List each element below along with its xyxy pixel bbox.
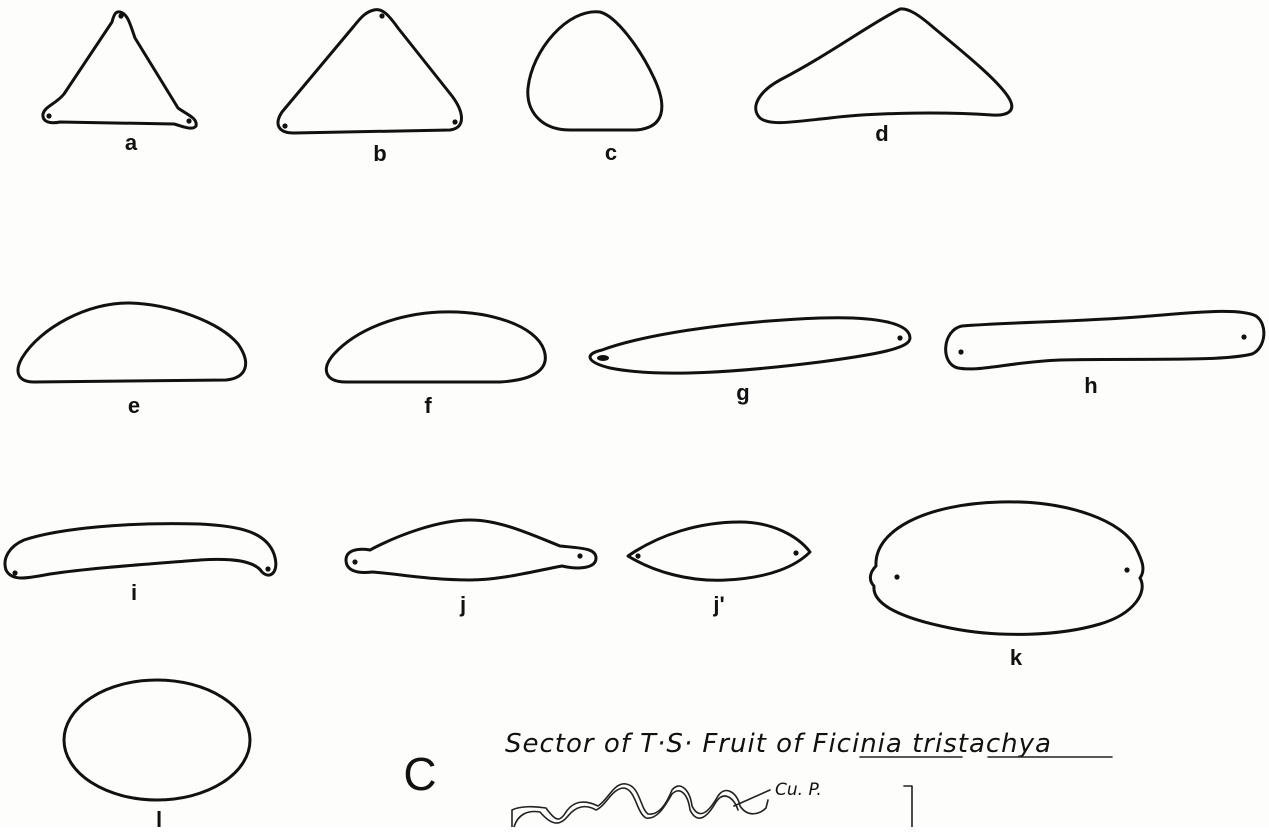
label-f: f (424, 393, 432, 418)
shape-f (326, 312, 545, 382)
label-l: l (156, 807, 162, 827)
label-j: j (459, 592, 466, 617)
label-i: i (131, 580, 137, 605)
label-j-prime: j' (712, 592, 724, 617)
caption: Sector of T·S· Fruit of Ficinia tristach… (505, 729, 1052, 759)
cuticle-annotation: Cu. P. (775, 780, 822, 800)
caption-prefix: Sector of T·S· Fruit of (505, 729, 813, 759)
shape-d (756, 9, 1012, 123)
shape-c (528, 12, 662, 130)
shape-j (346, 520, 596, 580)
tissue-sketch (512, 784, 912, 827)
label-k: k (1010, 645, 1023, 670)
shape-k (870, 502, 1143, 635)
shape-a (43, 12, 196, 128)
shape-l (64, 680, 250, 800)
label-b: b (373, 141, 386, 166)
label-d: d (875, 121, 888, 146)
shape-h (946, 311, 1264, 369)
shape-g (590, 318, 910, 373)
label-a: a (125, 130, 138, 155)
caption-genus: Ficinia (813, 729, 903, 759)
shape-e (18, 303, 246, 382)
shape-b (278, 10, 462, 133)
label-e: e (128, 393, 140, 418)
panel-letter: C (403, 748, 436, 800)
shape-i (5, 524, 276, 578)
label-g: g (736, 380, 749, 405)
caption-space (903, 729, 912, 759)
shape-j-prime (628, 522, 810, 580)
label-c: c (605, 140, 617, 165)
label-h: h (1084, 373, 1097, 398)
caption-species: tristachya (912, 729, 1052, 759)
